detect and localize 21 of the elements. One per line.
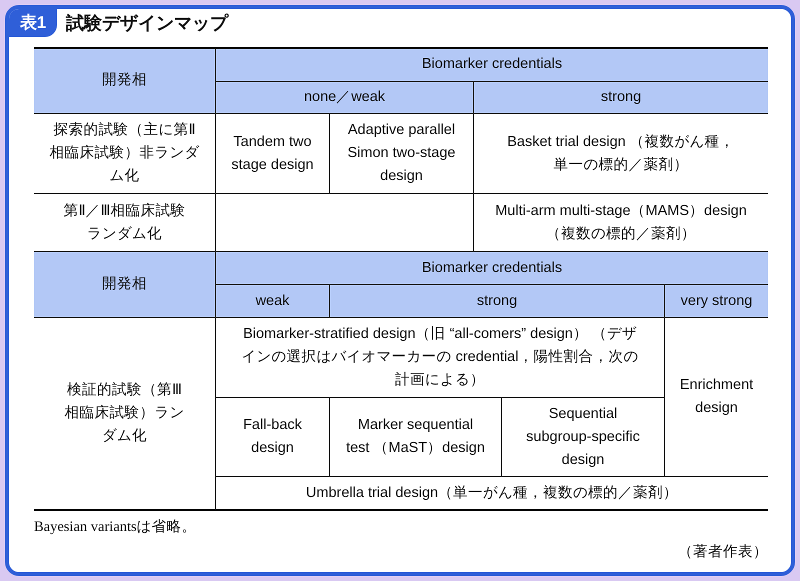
table-cell: 第Ⅱ／Ⅲ相臨床試験ランダム化 [34,194,216,252]
title: 試験デザインマップ [66,12,228,35]
header-cell: very strong [665,285,768,318]
table-cell: Adaptive parallel Simon two-stage design [330,114,474,194]
header-cell: strong [330,285,665,318]
footnote: Bayesian variantsは省略。 [34,518,197,537]
header-cell: Biomarker credentials [216,252,768,285]
header-cell: none／weak [216,82,474,114]
table-cell: Sequential subgroup-specific design [502,398,665,477]
table-number-badge: 表1 [9,9,57,37]
table-cell: Fall-back design [216,398,330,477]
header-cell: 開発相 [34,252,216,318]
header-cell: weak [216,285,330,318]
table-cell: 探索的試験（主に第Ⅱ相臨床試験）非ランダム化 [34,114,216,194]
header-cell: Biomarker credentials [216,48,768,82]
table-cell: Tandem two stage design [216,114,330,194]
table-cell: Biomarker-stratified design（旧 “all-comers” design） （デザインの選択はバイオマーカーの credential，陽性割合，次の計画による） [216,318,665,398]
header-cell: 開発相 [34,48,216,114]
source-note: （著者作表） [678,543,768,562]
header-cell: strong [474,82,768,114]
table-cell: Marker sequential test （MaST）design [330,398,502,477]
